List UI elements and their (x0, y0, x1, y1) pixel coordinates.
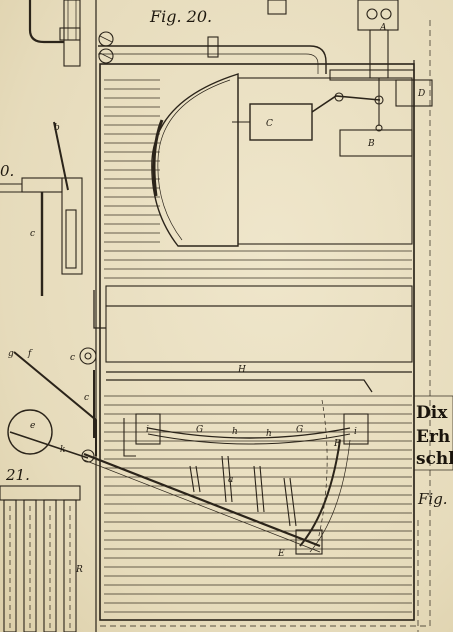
right-text-block (413, 395, 453, 471)
external-lever (13, 351, 97, 456)
label-c-2: c (70, 353, 75, 363)
label-D: D (417, 89, 425, 99)
side-figure-label: 0. (0, 162, 14, 180)
valve-wheel-2 (98, 48, 114, 64)
label-F: F (333, 439, 341, 449)
label-B: B (367, 139, 375, 149)
steam-pipe (98, 45, 327, 74)
lever-wheel (79, 347, 97, 365)
fig21-rods (0, 485, 81, 632)
side-lever-figure (0, 121, 83, 296)
pressure-gauge (63, 0, 81, 67)
rail-H (106, 371, 412, 393)
valve-assembly (329, 0, 433, 132)
label-R: R (75, 565, 83, 575)
float-blades (189, 455, 297, 527)
upper-partition (105, 285, 413, 307)
valve-wheel-1 (98, 31, 114, 47)
gauge-pipe (28, 0, 64, 44)
label-A: A (379, 23, 387, 33)
label-k: k (60, 445, 65, 455)
middle-chamber (105, 305, 413, 363)
boiler-outline (99, 63, 415, 621)
hatched-boiler-wall (104, 79, 412, 613)
label-e: e (30, 421, 35, 431)
bracket-left-i (135, 413, 161, 445)
label-h-2: h (266, 429, 272, 439)
disc-e (7, 409, 53, 455)
dashed-border (100, 20, 431, 627)
top-block (267, 0, 287, 15)
pipe-coupling (207, 36, 219, 58)
label-c-3: c (84, 393, 89, 403)
label-c-1: c (30, 229, 35, 239)
valve-box-C (249, 103, 313, 141)
steam-dome (151, 73, 239, 247)
label-h-1: h (232, 427, 238, 437)
right-fragment-2: Erh (416, 427, 450, 447)
label-g: g (8, 349, 14, 359)
label-G-left: G (196, 425, 203, 435)
right-fig-label: Fig. (417, 490, 448, 508)
label-i-1: i (146, 425, 149, 435)
label-b: b (54, 123, 60, 133)
dome-chamber (237, 77, 413, 245)
float-rod (83, 452, 321, 548)
lever-arm (311, 95, 381, 113)
figure-title: Fig. 20. (149, 7, 212, 26)
label-C: C (266, 119, 273, 129)
label-a: a (228, 475, 233, 485)
figure-21-label: 21. (5, 466, 30, 484)
label-i-2: i (354, 427, 357, 437)
right-fragment-3: schl (416, 449, 453, 469)
label-G-right: G (296, 425, 303, 435)
label-E: E (277, 549, 285, 559)
label-H: H (237, 365, 246, 375)
block-B (339, 129, 413, 157)
float-bar (147, 427, 351, 439)
right-fragment-1: Dix (416, 403, 448, 423)
bracket-right-i (343, 413, 369, 445)
steam-pipe-inner (98, 53, 319, 74)
label-f: f (27, 349, 33, 359)
